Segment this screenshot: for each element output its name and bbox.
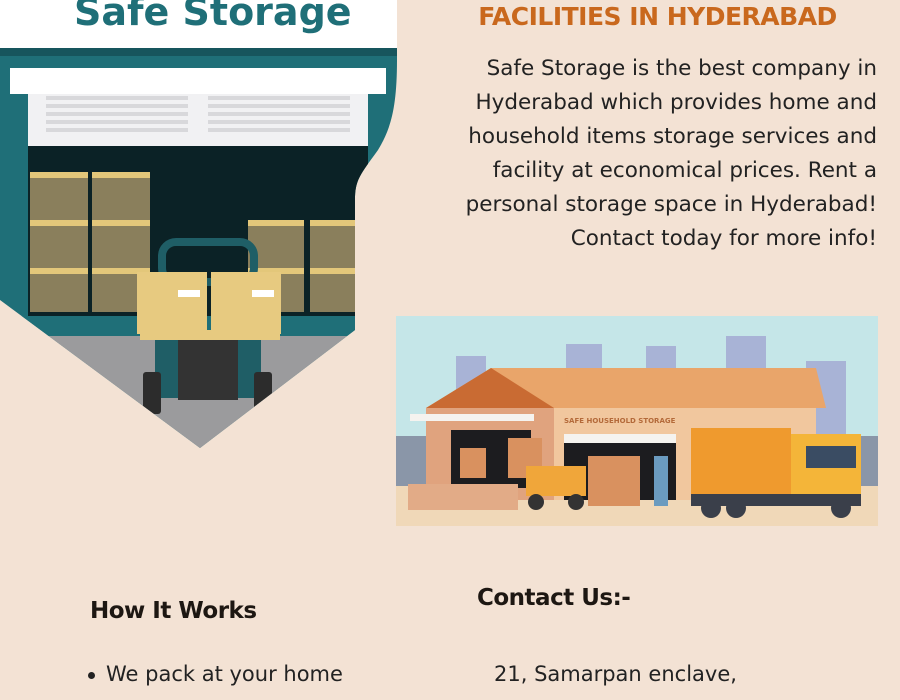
safe-storage-shield-illustration	[0, 0, 397, 448]
bullet-icon	[88, 671, 95, 679]
warehouse-sign: SAFE HOUSEHOLD STORAGE	[564, 417, 676, 425]
how-it-works-item-text: We pack at your home	[106, 662, 343, 686]
warehouse-truck-illustration: SAFE HOUSEHOLD STORAGE	[396, 316, 878, 526]
how-it-works-item: We pack at your home	[88, 662, 343, 686]
page-title: FACILITIES IN HYDERABAD	[478, 2, 837, 31]
logo-text: Safe Storage	[74, 0, 352, 34]
how-it-works-heading: How It Works	[90, 598, 257, 624]
contact-address-line: 21, Samarpan enclave,	[494, 662, 737, 686]
contact-heading: Contact Us:-	[477, 585, 631, 611]
description-text: Safe Storage is the best company in Hyde…	[465, 56, 877, 251]
